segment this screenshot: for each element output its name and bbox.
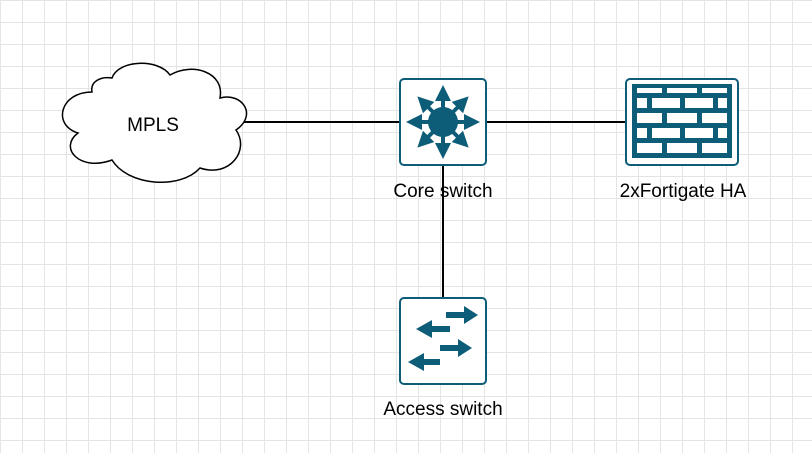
cloud-icon — [61, 62, 248, 184]
mpls-label: MPLS — [127, 115, 179, 136]
firewall-label: 2xFortigate HA — [620, 181, 747, 202]
core-switch-node[interactable]: Core switch — [393, 78, 493, 202]
access-switch-label: Access switch — [383, 399, 502, 420]
core-switch-label: Core switch — [393, 181, 492, 202]
firewall-icon — [632, 84, 732, 158]
firewall-box — [625, 78, 739, 166]
access-switch-box — [399, 297, 487, 385]
access-switch-icon — [408, 306, 478, 371]
access-switch-node[interactable]: Access switch — [383, 297, 503, 420]
mpls-cloud[interactable]: MPLS — [61, 62, 248, 184]
core-switch-hub — [428, 107, 458, 137]
firewall-node[interactable]: 2xFortigate HA — [620, 78, 747, 202]
